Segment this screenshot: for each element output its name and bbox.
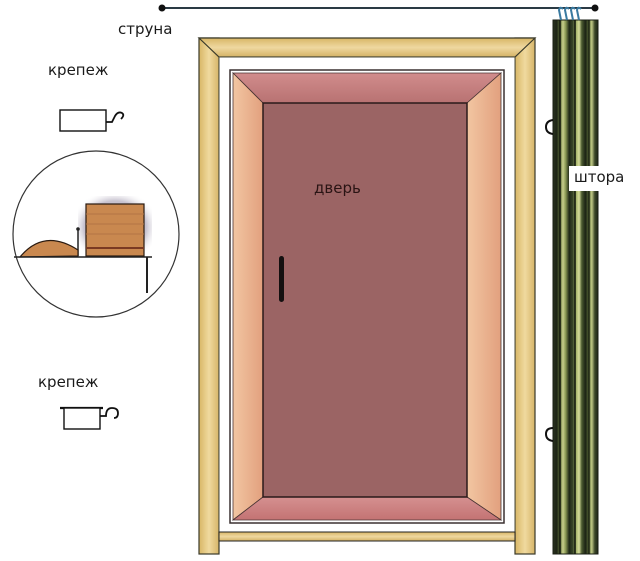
string-line bbox=[158, 4, 599, 12]
curtain bbox=[552, 19, 599, 555]
detail-magnifier-circle bbox=[12, 150, 180, 318]
wall-hook-top-icon bbox=[544, 119, 554, 135]
curtain-label: штора bbox=[569, 166, 627, 191]
door-leaf bbox=[229, 69, 505, 524]
fastener-bottom-label: крепеж bbox=[38, 373, 99, 391]
fastener-top-label: крепеж bbox=[48, 61, 109, 79]
wall-hook-bottom-icon bbox=[544, 427, 554, 442]
door-label: дверь bbox=[314, 179, 361, 197]
curtain-hooks-icon bbox=[557, 6, 582, 21]
string-label: струна bbox=[118, 20, 173, 38]
fastener-top-icon bbox=[59, 109, 125, 132]
fastener-bottom-icon bbox=[60, 406, 119, 430]
door-handle bbox=[279, 256, 284, 302]
